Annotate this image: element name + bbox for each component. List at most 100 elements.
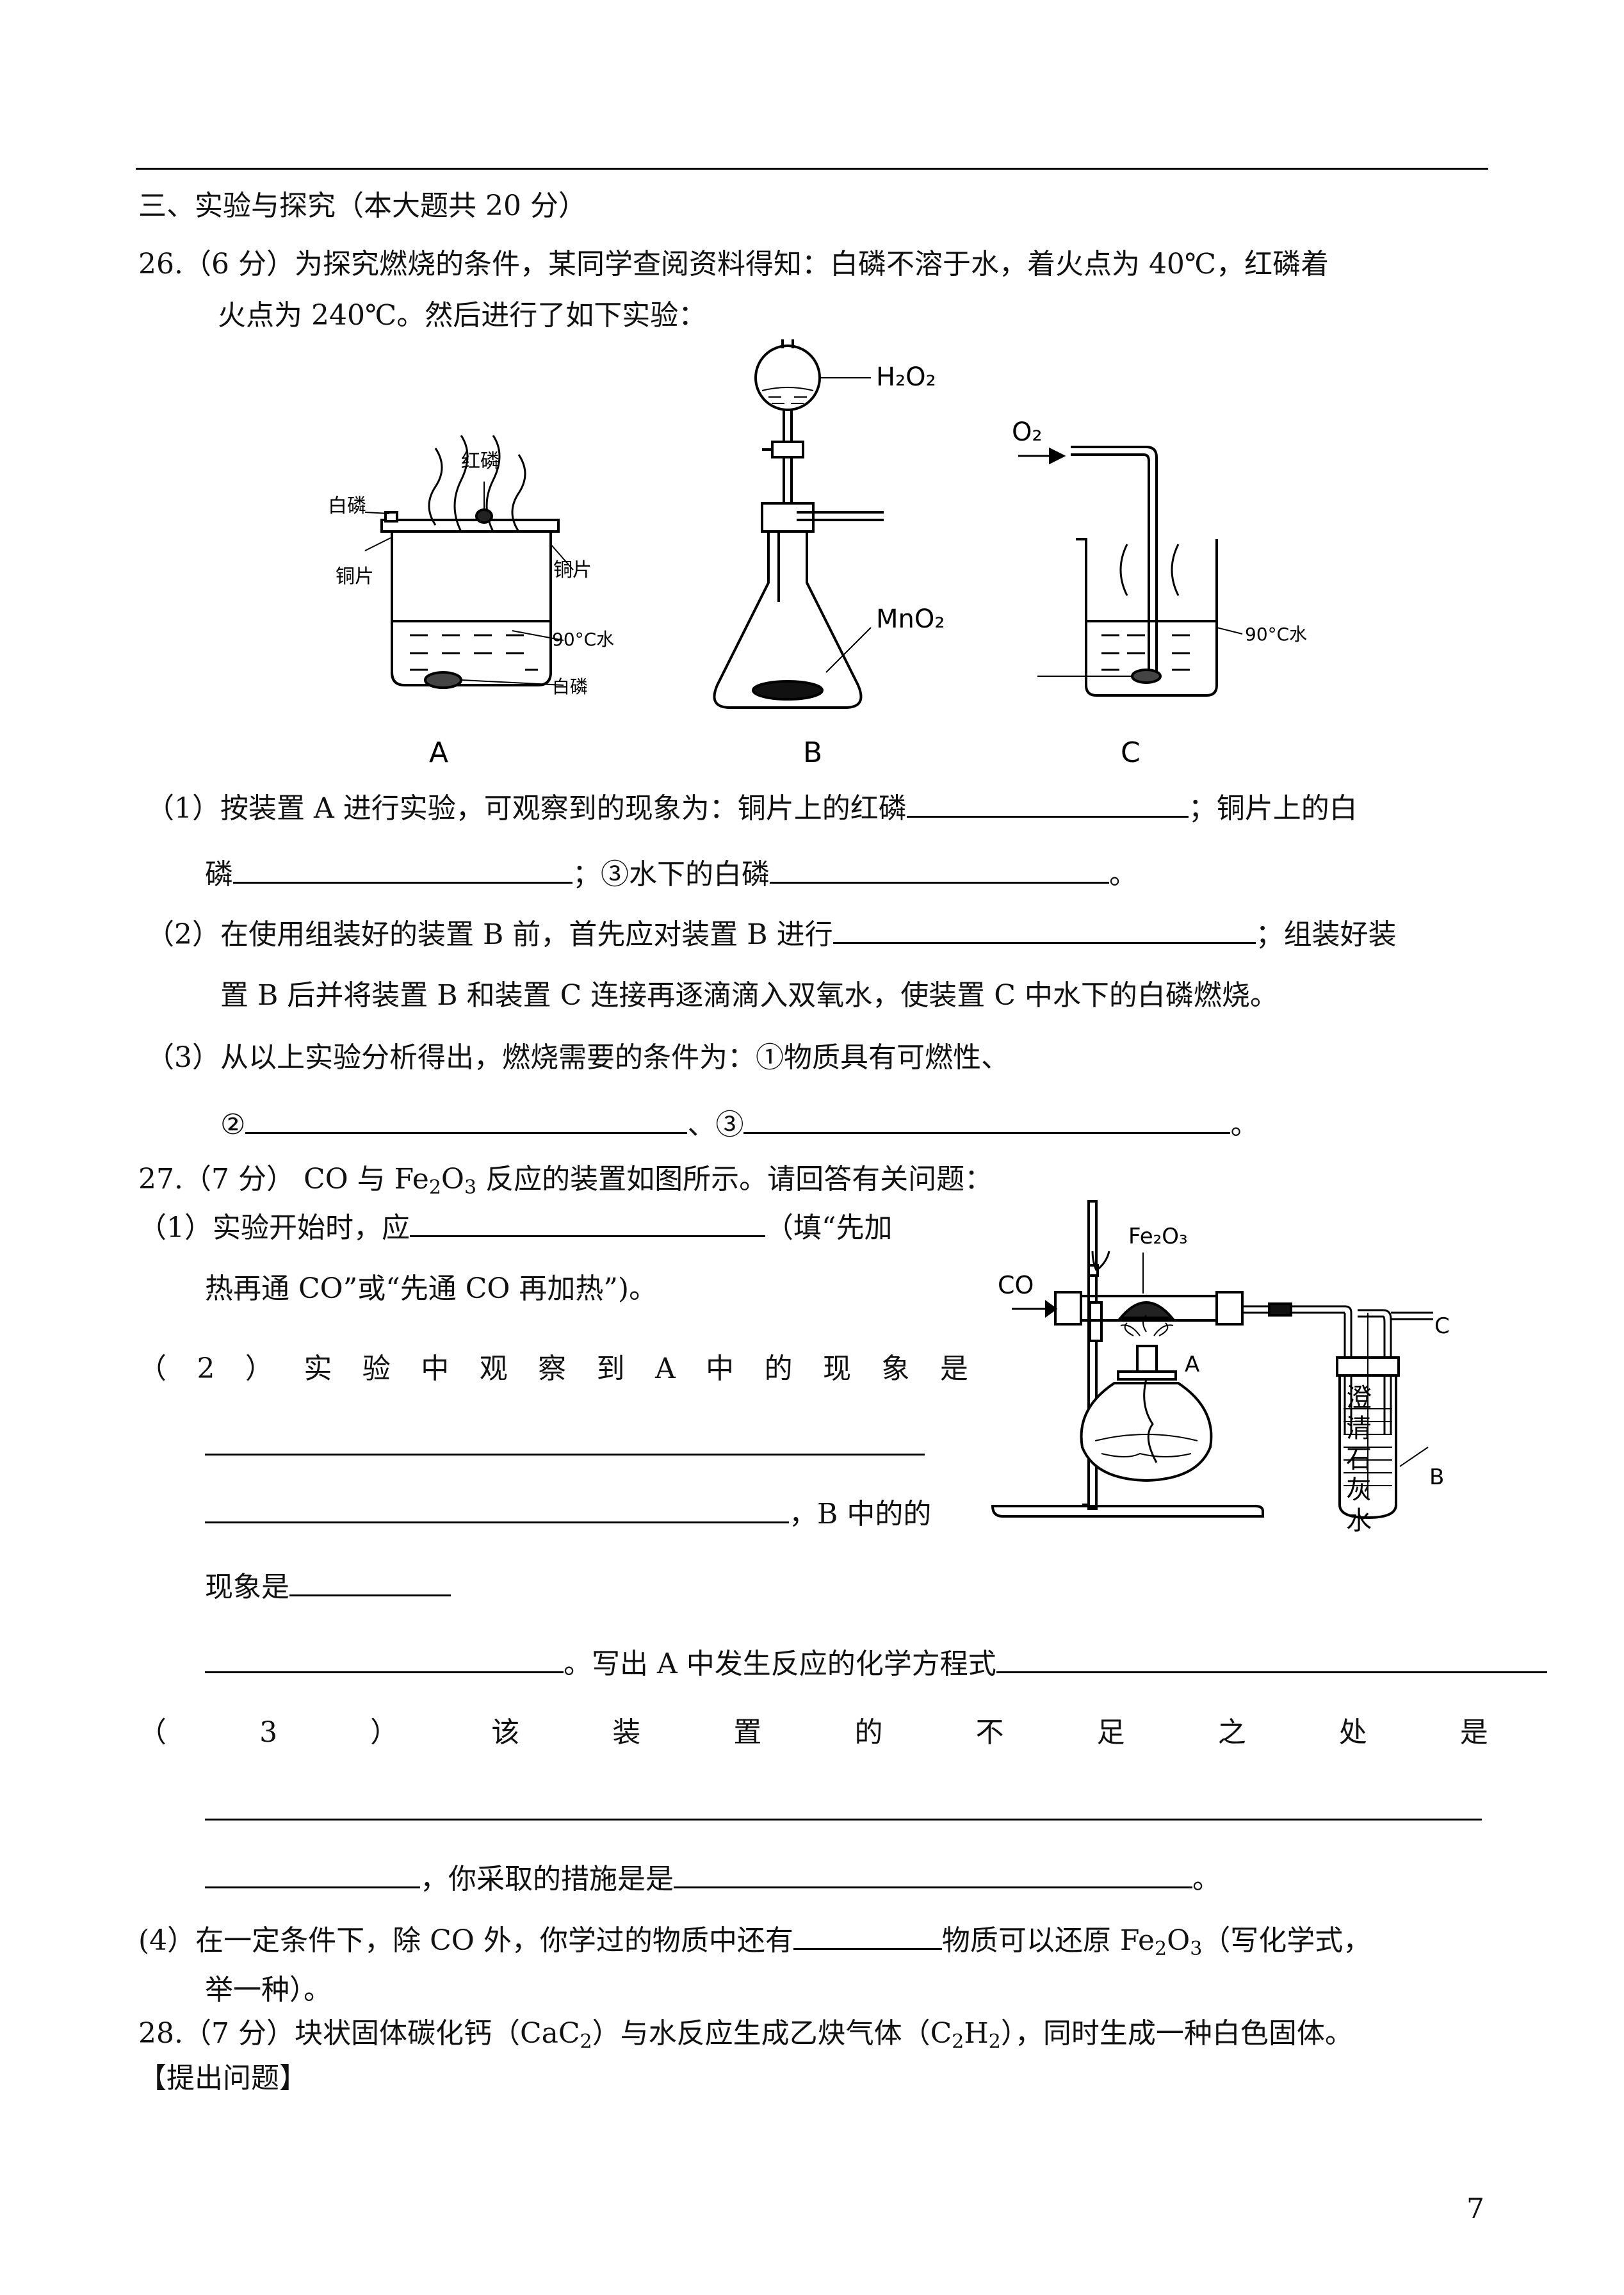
q28-text-a: 28.（7 分）块状固体碳化钙（CaC (138, 2017, 580, 2050)
apparatus-b-label: B (803, 736, 822, 769)
q27-2-char: 验 (362, 1352, 391, 1385)
label-limewater-2: 清 (1346, 1414, 1372, 1443)
q27-3-char: 该 (491, 1716, 520, 1749)
q26-1-line1: （1）按装置 A 进行实验，可观察到的现象为：铜片上的红磷；铜片上的白 (146, 788, 1358, 828)
q27-title-b: O (441, 1163, 464, 1196)
q27-1-line2: 热再通 CO”或“先通 CO 再加热”)。 (205, 1272, 658, 1305)
q27-4-text-b: 物质可以还原 Fe (941, 1924, 1155, 1957)
label-limewater-1: 澄 (1346, 1383, 1372, 1413)
q27-2-char: 实 (304, 1352, 332, 1385)
q27-2-char: 到 (596, 1352, 625, 1385)
q27-3-char: 置 (733, 1716, 762, 1749)
answer-blank-deficiency-2[interactable] (205, 1858, 420, 1888)
label-limewater-5: 水 (1346, 1506, 1372, 1536)
q27-3-char: 的 (854, 1716, 883, 1749)
answer-blank-white-phosphorus-water[interactable] (770, 854, 1109, 884)
q27-4-line2: 举一种）。 (205, 1974, 332, 2006)
q26-2-text-a: （2）在使用组装好的装置 B 前，首先应对装置 B 进行 (146, 918, 833, 951)
q27-2-char: 察 (538, 1352, 567, 1385)
answer-blank-measure[interactable] (674, 1858, 1192, 1888)
q26-3-text-b: ② (220, 1108, 246, 1141)
answer-blank-condition-2[interactable] (245, 1108, 688, 1134)
label-copper-right: 铜片 (553, 559, 592, 581)
label-limewater-4: 灰 (1346, 1475, 1372, 1505)
answer-blank-a-phenomenon-2[interactable] (205, 1493, 789, 1523)
q27-title-sub-3: 3 (464, 1176, 477, 1199)
q27-3-char: 3 (259, 1716, 278, 1749)
q28-sub-2a: 2 (580, 2031, 592, 2053)
q28-line2: 【提出问题】 (138, 2062, 307, 2095)
q27-3-line3: ，你采取的措施是是。 (205, 1858, 1221, 1899)
q26-1-line2: 磷 ；③水下的白磷 。 (205, 854, 1137, 894)
q28-sub-2b: 2 (952, 2031, 964, 2053)
q26-3-line2: ②、③。 (220, 1106, 1258, 1144)
q27-4-text-c: O (1167, 1924, 1190, 1957)
q26-line2: 火点为 240℃。然后进行了如下实验： (218, 299, 707, 332)
answer-blank-apparatus-b-check[interactable] (832, 914, 1256, 944)
q27-4-sub-3: 3 (1190, 1938, 1203, 1960)
q27-title: 27.（7 分） CO 与 Fe2O3 反应的装置如图所示。请回答有关问题： (138, 1160, 993, 1207)
q27-title-c: 反应的装置如图所示。请回答有关问题： (476, 1163, 993, 1196)
q28-text-b: ）与水反应生成乙炔气体（C (592, 2017, 952, 2050)
answer-blank-b-phenomenon-2[interactable] (205, 1643, 564, 1673)
q27-1-text-b: （填“先加 (765, 1212, 893, 1244)
q28-line1: 28.（7 分）块状固体碳化钙（CaC2）与水反应生成乙炔气体（C2H2），同时… (138, 2015, 1353, 2061)
label-copper-left: 铜片 (336, 565, 374, 588)
label-white-phosphorus-bottom: 白磷 (552, 676, 588, 697)
q27-2-char: 中 (421, 1352, 450, 1385)
label-water-c: 90°C水 (1245, 624, 1307, 645)
q26-2-line1: （2）在使用组装好的装置 B 前，首先应对装置 B 进行 ；组装好装 (146, 914, 1397, 954)
answer-blank-white-phosphorus-copper[interactable] (233, 854, 572, 884)
answer-blank-red-phosphorus[interactable] (906, 788, 1189, 818)
apparatus-c (1018, 446, 1243, 697)
q28-sub-2c: 2 (988, 2031, 1001, 2053)
q26-2-text-b: ；组装好装 (1255, 918, 1397, 951)
q27-2-text-d: 。写出 A 中发生反应的化学方程式 (564, 1648, 996, 1680)
answer-blank-a-phenomenon-1[interactable] (205, 1454, 925, 1456)
q27-apparatus-figure: CO Fe₂O₃ A C B 澄 清 石 灰 水 (991, 1200, 1450, 1536)
label-b: B (1429, 1464, 1444, 1490)
apparatus-a (364, 435, 574, 689)
apparatus-c-label: C (1121, 736, 1141, 769)
q27-2-char: ） (245, 1352, 273, 1385)
q27-3-char: ） (370, 1716, 399, 1749)
apparatus-b (713, 339, 884, 709)
q27-4-line1: (4）在一定条件下，除 CO 外，你学过的物质中还有 物质可以还原 Fe2O3（写… (138, 1920, 1371, 1968)
q27-3-line1: （ 3 ） 该 装 置 的 不 足 之 处 是 (138, 1714, 1488, 1752)
q27-4-text-d: （写化学式， (1202, 1924, 1372, 1957)
q27-2-text-b: ，B 中的的 (789, 1498, 932, 1530)
q27-3-char: （ (138, 1716, 166, 1749)
q26-1-text-c: 磷 (205, 858, 233, 891)
q27-4-sub-2: 2 (1155, 1938, 1167, 1960)
label-water-a: 90°C水 (552, 629, 614, 650)
q26-3-line1: （3）从以上实验分析得出，燃烧需要的条件为：①物质具有可燃性、 (146, 1041, 1009, 1074)
q27-2-char: 的 (764, 1352, 793, 1385)
q27-1-line1: （1）实验开始时，应 （填“先加 (138, 1207, 893, 1247)
q27-3-char: 足 (1096, 1716, 1125, 1749)
q27-2-char: 现 (823, 1352, 852, 1385)
q26-1-text-d: ；③水下的白磷 (572, 858, 770, 891)
answer-blank-chemical-equation[interactable] (996, 1643, 1547, 1673)
q26-1-text-e: 。 (1109, 858, 1137, 891)
answer-blank-b-phenomenon[interactable] (289, 1566, 451, 1596)
q27-1-text-a: （1）实验开始时，应 (138, 1212, 410, 1244)
q26-line1: 26.（6 分）为探究燃烧的条件，某同学查阅资料得知：白磷不溶于水，着火点为 4… (138, 248, 1329, 280)
q27-2-char: 观 (479, 1352, 508, 1385)
label-white-phosphorus-top: 白磷 (328, 495, 366, 517)
answer-blank-condition-3[interactable] (743, 1108, 1231, 1134)
q28-text-d: ），同时生成一种白色固体。 (1000, 2017, 1353, 2050)
label-a: A (1185, 1352, 1199, 1377)
answer-blank-deficiency-1[interactable] (205, 1819, 1482, 1821)
label-h2o2: H₂O₂ (876, 362, 936, 392)
label-co: CO (998, 1271, 1034, 1299)
answer-blank-reducing-agent[interactable] (793, 1920, 942, 1950)
q26-2-line2: 置 B 后并将装置 B 和装置 C 连接再逐滴滴入双氧水，使装置 C 中水下的白… (220, 979, 1278, 1012)
q27-4-text-a: (4）在一定条件下，除 CO 外，你学过的物质中还有 (138, 1924, 793, 1957)
q27-2-line5: 。写出 A 中发生反应的化学方程式 (205, 1643, 1547, 1683)
q27-3-text-c: 。 (1192, 1863, 1221, 1895)
label-fe2o3: Fe₂O₃ (1128, 1224, 1188, 1249)
label-c: C (1434, 1313, 1450, 1339)
answer-blank-start-order[interactable] (410, 1207, 765, 1237)
q27-2-line3: ，B 中的的 (205, 1493, 931, 1534)
q27-2-char: 象 (881, 1352, 910, 1385)
